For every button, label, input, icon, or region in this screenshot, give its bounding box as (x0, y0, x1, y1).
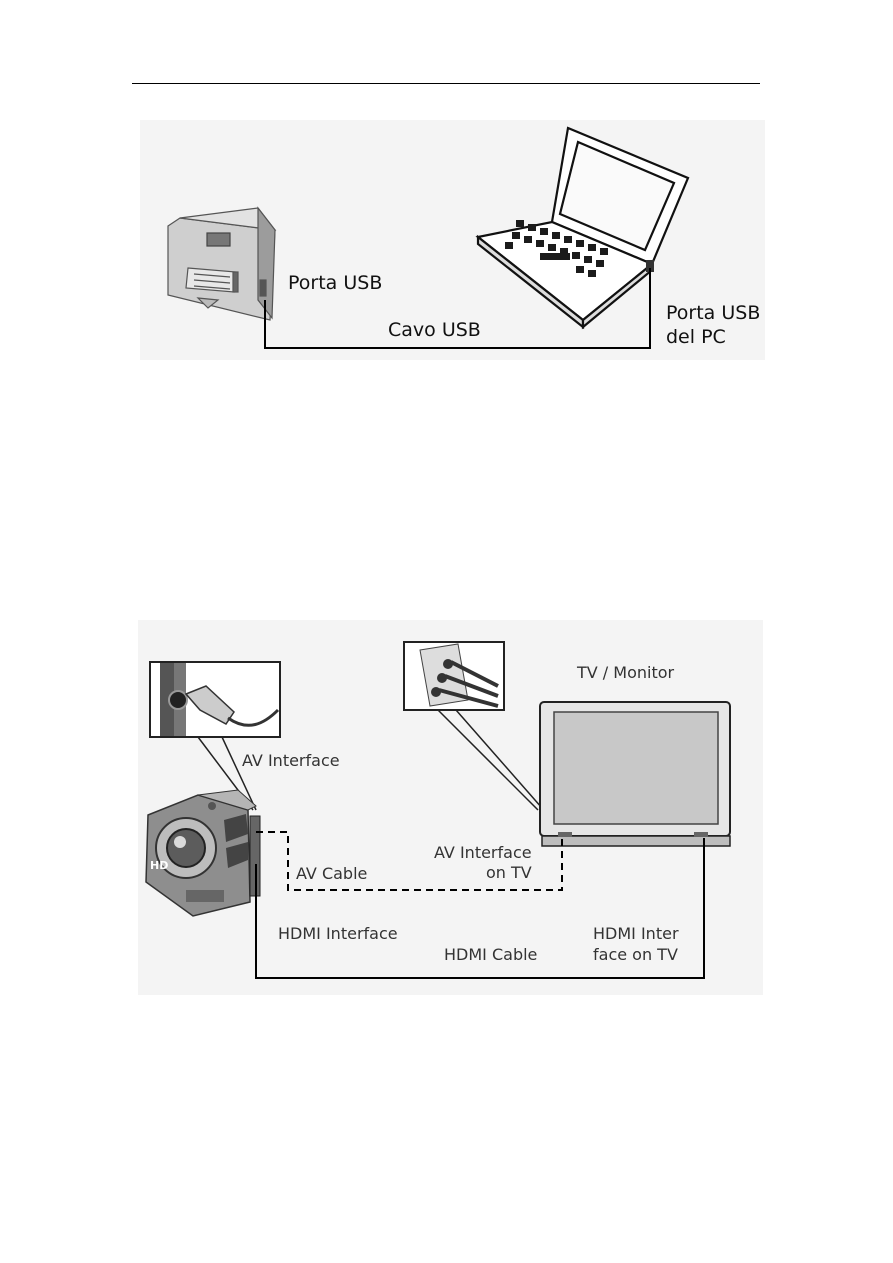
usb-cable (264, 268, 651, 349)
tv-av-interface-label-line2: on TV (486, 863, 532, 882)
av-cable-label: AV Cable (296, 864, 368, 883)
tv-av-interface-label-line1: AV Interface (434, 843, 532, 862)
camera-av-interface-label: AV Interface (242, 751, 340, 770)
usb-connection-figure (140, 120, 765, 360)
tv-monitor-label: TV / Monitor (577, 663, 675, 682)
action-camera-illustration (167, 206, 277, 321)
pc-usb-port-label-line2: del PC (666, 326, 726, 348)
camera-hdmi-interface-label: HDMI Interface (278, 924, 398, 943)
av-cable (256, 831, 563, 891)
tv-monitor-illustration (539, 701, 731, 847)
pc-usb-port-label-line1: Porta USB (666, 302, 761, 324)
hdmi-cable (255, 838, 705, 979)
tv-hdmi-interface-label-line1: HDMI Inter (593, 924, 679, 943)
rca-plug-inset (403, 641, 505, 711)
camera-usb-port-label: Porta USB (288, 272, 383, 294)
tv-connection-figure: HD (138, 620, 763, 995)
av-plug-inset (149, 661, 281, 738)
tv-hdmi-interface-label-line2: face on TV (593, 945, 678, 964)
header-rule (132, 83, 760, 84)
hdmi-cable-label: HDMI Cable (444, 945, 538, 964)
hd-camera-illustration (145, 789, 261, 917)
laptop-illustration (475, 126, 690, 330)
usb-cable-label: Cavo USB (388, 319, 481, 341)
hd-badge: HD (150, 859, 169, 872)
